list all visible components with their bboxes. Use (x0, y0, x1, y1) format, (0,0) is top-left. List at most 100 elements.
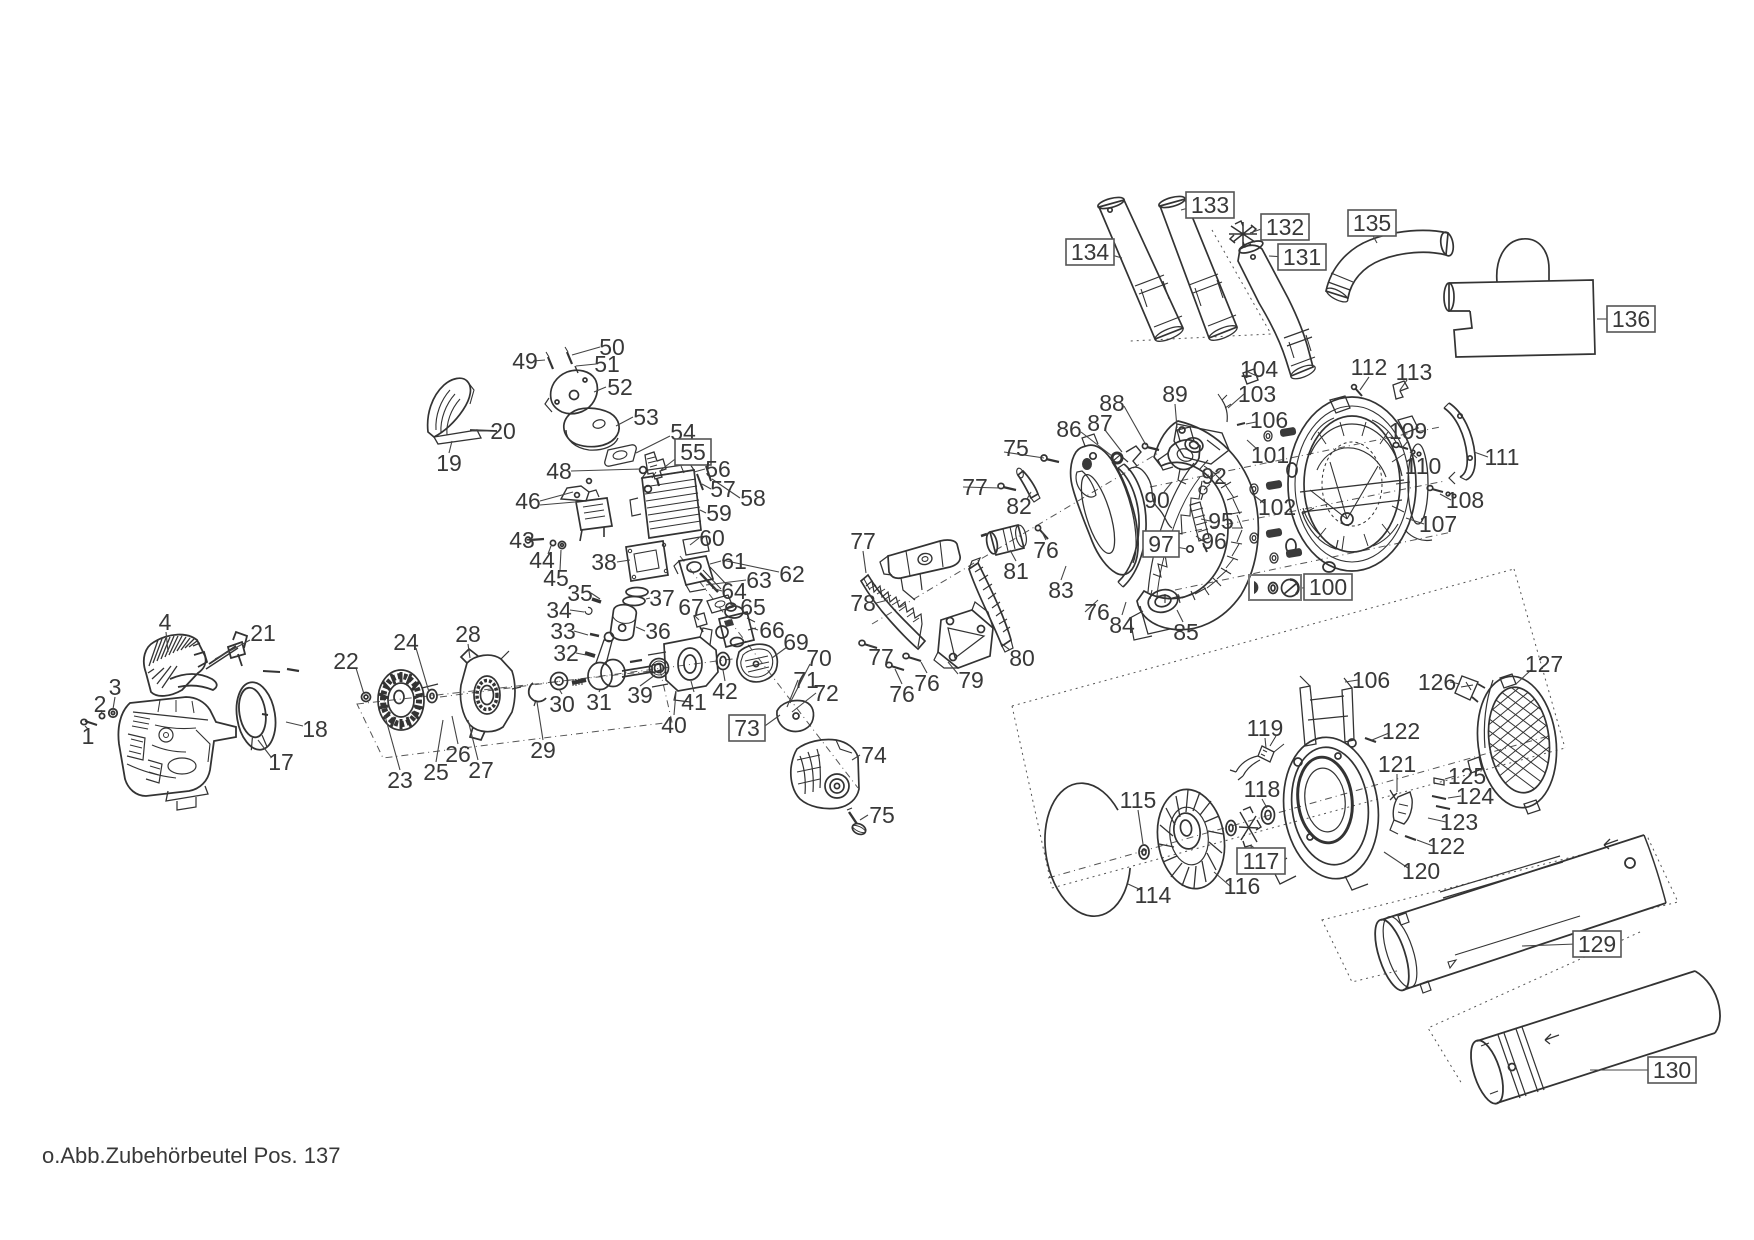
svg-text:90: 90 (1144, 487, 1170, 513)
svg-text:65: 65 (740, 594, 766, 620)
svg-text:122: 122 (1427, 833, 1465, 859)
svg-text:130: 130 (1653, 1057, 1691, 1083)
svg-text:129: 129 (1578, 931, 1616, 957)
svg-text:81: 81 (1003, 558, 1029, 584)
svg-text:70: 70 (806, 645, 832, 671)
svg-text:136: 136 (1612, 306, 1650, 332)
svg-text:113: 113 (1396, 359, 1433, 385)
svg-text:63: 63 (746, 567, 772, 593)
svg-text:102: 102 (1258, 494, 1296, 520)
svg-text:76: 76 (914, 670, 940, 696)
svg-text:56: 56 (705, 456, 731, 482)
svg-text:124: 124 (1456, 783, 1495, 809)
svg-text:19: 19 (436, 450, 462, 476)
svg-text:1: 1 (82, 723, 95, 749)
svg-text:42: 42 (712, 678, 738, 704)
svg-text:51: 51 (594, 351, 620, 377)
svg-text:112: 112 (1351, 354, 1388, 380)
svg-text:53: 53 (633, 404, 659, 430)
svg-text:132: 132 (1266, 214, 1304, 240)
svg-text:110: 110 (1405, 453, 1442, 479)
svg-text:106: 106 (1352, 667, 1390, 693)
svg-text:103: 103 (1238, 381, 1276, 407)
svg-text:77: 77 (962, 474, 988, 500)
svg-text:3: 3 (109, 674, 122, 700)
svg-text:30: 30 (549, 691, 575, 717)
svg-text:115: 115 (1120, 787, 1157, 813)
svg-text:49: 49 (512, 348, 538, 374)
svg-text:86: 86 (1056, 416, 1082, 442)
svg-text:72: 72 (813, 680, 839, 706)
svg-text:17: 17 (268, 749, 294, 775)
svg-text:79: 79 (958, 667, 984, 693)
svg-text:66: 66 (759, 617, 785, 643)
svg-text:50: 50 (599, 334, 625, 360)
svg-text:88: 88 (1099, 390, 1125, 416)
svg-text:26: 26 (445, 741, 471, 767)
svg-text:121: 121 (1378, 751, 1416, 777)
svg-text:22: 22 (333, 648, 359, 674)
svg-text:92: 92 (1201, 463, 1227, 489)
svg-text:101: 101 (1251, 442, 1289, 468)
svg-text:57: 57 (710, 476, 736, 502)
svg-text:2: 2 (94, 691, 107, 717)
svg-text:34: 34 (546, 597, 572, 623)
svg-text:48: 48 (546, 458, 572, 484)
svg-text:82: 82 (1006, 493, 1032, 519)
svg-text:109: 109 (1389, 418, 1427, 444)
svg-text:111: 111 (1485, 444, 1520, 470)
svg-text:55: 55 (680, 439, 706, 465)
svg-text:119: 119 (1247, 715, 1284, 741)
svg-text:134: 134 (1071, 239, 1110, 265)
svg-text:45: 45 (543, 565, 569, 591)
svg-text:73: 73 (734, 715, 760, 741)
svg-text:40: 40 (661, 712, 687, 738)
svg-text:o.Abb.Zubehörbeutel Pos. 137: o.Abb.Zubehörbeutel Pos. 137 (42, 1143, 340, 1168)
svg-text:84: 84 (1109, 612, 1135, 638)
svg-text:24: 24 (393, 629, 419, 655)
svg-text:80: 80 (1009, 645, 1035, 671)
svg-text:85: 85 (1173, 619, 1199, 645)
svg-text:27: 27 (468, 757, 494, 783)
svg-text:36: 36 (645, 618, 671, 644)
svg-text:21: 21 (250, 620, 276, 646)
svg-text:97: 97 (1148, 531, 1174, 557)
svg-text:44: 44 (529, 547, 555, 573)
svg-text:95: 95 (1208, 508, 1234, 534)
svg-text:33: 33 (550, 618, 576, 644)
svg-text:58: 58 (740, 485, 766, 511)
svg-text:37: 37 (649, 585, 675, 611)
svg-text:23: 23 (387, 767, 413, 793)
svg-text:4: 4 (159, 609, 172, 635)
svg-text:117: 117 (1243, 848, 1280, 874)
svg-text:46: 46 (515, 488, 541, 514)
svg-text:29: 29 (530, 737, 556, 763)
svg-text:125: 125 (1448, 763, 1486, 789)
svg-text:123: 123 (1440, 809, 1478, 835)
svg-text:83: 83 (1048, 577, 1074, 603)
svg-text:135: 135 (1353, 210, 1391, 236)
svg-text:59: 59 (706, 500, 732, 526)
svg-text:131: 131 (1283, 244, 1321, 270)
svg-text:71: 71 (793, 667, 819, 693)
svg-text:31: 31 (586, 689, 612, 715)
svg-text:69: 69 (783, 629, 809, 655)
svg-text:87: 87 (1087, 410, 1113, 436)
svg-text:75: 75 (869, 802, 895, 828)
svg-text:61: 61 (721, 548, 747, 574)
svg-text:77: 77 (850, 528, 876, 554)
svg-text:104: 104 (1240, 356, 1279, 382)
svg-text:28: 28 (455, 621, 481, 647)
svg-text:76: 76 (1084, 599, 1110, 625)
svg-text:67: 67 (678, 594, 704, 620)
svg-text:32: 32 (553, 640, 579, 666)
svg-text:120: 120 (1402, 858, 1440, 884)
svg-text:114: 114 (1135, 882, 1172, 908)
svg-text:74: 74 (861, 742, 887, 768)
svg-text:76: 76 (1033, 537, 1059, 563)
svg-text:64: 64 (721, 578, 747, 604)
svg-text:25: 25 (423, 759, 449, 785)
svg-text:122: 122 (1382, 718, 1420, 744)
svg-text:39: 39 (627, 682, 653, 708)
svg-text:38: 38 (591, 549, 617, 575)
